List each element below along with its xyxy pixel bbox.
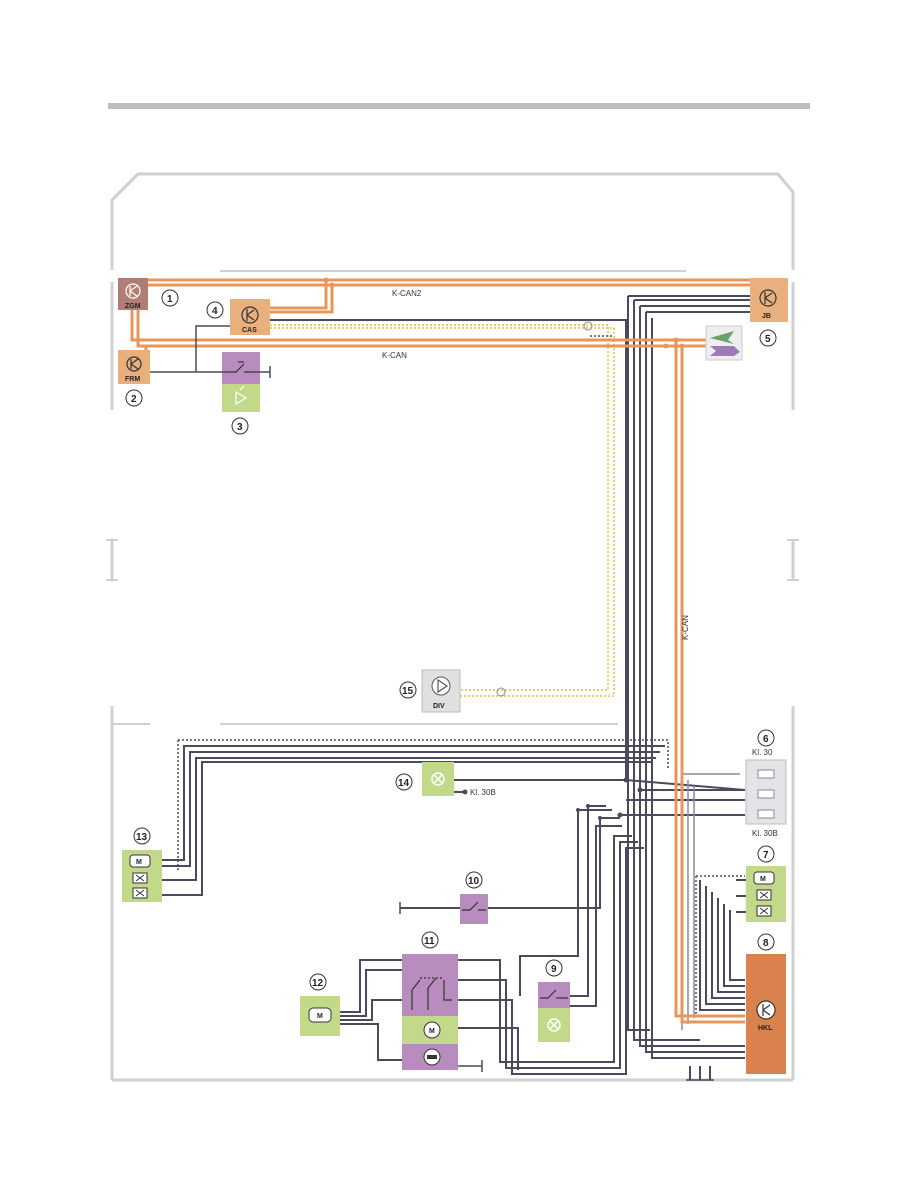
brake-icon: [423, 1048, 441, 1066]
callout-6: 6: [763, 734, 769, 745]
ground-symbols: [399, 902, 714, 1081]
svg-text:CAS: CAS: [242, 327, 257, 334]
callout-8: 8: [763, 938, 769, 949]
wire-junctions: [462, 777, 643, 820]
svg-text:M: M: [429, 1028, 435, 1035]
callout-1: 1: [167, 294, 173, 305]
callout-5: 5: [765, 334, 771, 345]
jb-module: JB: [750, 278, 788, 322]
lamp-module: [422, 762, 454, 796]
motor-icon: M: [423, 1021, 441, 1039]
can-bus: [130, 278, 754, 1024]
svg-text:M: M: [760, 876, 766, 883]
switch-module: [460, 894, 488, 924]
fuse-box: [745, 759, 787, 825]
callout-7: 7: [763, 850, 769, 861]
kcan-line-b: [136, 310, 706, 348]
switch-icon: [462, 901, 486, 911]
svg-text:HKL: HKL: [758, 1025, 773, 1032]
motor-module: M: [300, 996, 340, 1036]
callout-9: 9: [551, 964, 557, 975]
kl30b-lamp-label: Kl. 30B: [470, 788, 496, 797]
motor-icon: M: [753, 871, 775, 885]
drive-unit-module: M: [402, 954, 458, 1070]
diagnosis-connector: [705, 325, 743, 361]
div-module: DIV: [421, 669, 461, 713]
lamp-icon: [431, 772, 445, 786]
switch-led-module: [222, 352, 260, 412]
zgm-module: ZGM: [118, 278, 148, 310]
kcan-vertical-label: K-CAN: [681, 615, 690, 640]
actuator-left: M: [122, 850, 162, 902]
cas-module: CAS: [230, 299, 270, 335]
kcan2-label: K-CAN2: [392, 289, 422, 298]
callout-12: 12: [312, 978, 324, 989]
transistor-icon: [759, 289, 777, 307]
switch-icon: [226, 361, 256, 373]
led-icon: [235, 385, 248, 406]
kl30b-fuse-label: Kl. 30B: [752, 829, 778, 838]
header-rule: [108, 103, 810, 109]
svg-text:DIV: DIV: [433, 703, 445, 710]
frm-module: FRM: [118, 350, 150, 384]
kcan-label: K-CAN: [382, 351, 407, 360]
shielded-lines: [177, 321, 745, 1017]
transistor-icon: [125, 283, 141, 299]
callout-numbers: [125, 289, 777, 991]
vehicle-outline: [106, 172, 799, 1082]
svg-text:M: M: [317, 1013, 323, 1020]
svg-text:ZGM: ZGM: [125, 303, 141, 310]
switch-icon: [540, 989, 568, 999]
callout-14: 14: [398, 778, 410, 789]
actuator-right: M: [746, 866, 786, 922]
hall-sensor-icon: [132, 872, 148, 899]
kcan-line-a: [130, 310, 706, 342]
motor-icon: M: [129, 854, 151, 868]
motor-icon: M: [308, 1007, 332, 1023]
callout-labels: 1 2 3 4 5 6 7 8 9 10 11 12 13 14 15: [131, 294, 771, 989]
switch-lamp-module: [538, 982, 570, 1042]
callout-3: 3: [237, 422, 243, 433]
svg-text:M: M: [136, 859, 142, 866]
callout-11: 11: [424, 936, 435, 947]
can-junctions: [323, 277, 685, 349]
transistor-icon: [756, 1000, 776, 1020]
harness-wires: [160, 295, 758, 1080]
callout-10: 10: [468, 876, 480, 887]
callout-4: 4: [212, 306, 218, 317]
callout-15: 15: [402, 686, 414, 697]
svg-text:FRM: FRM: [125, 376, 140, 383]
relay-switch-icon: [411, 977, 452, 1010]
callout-2: 2: [131, 394, 137, 405]
hkl-module: HKL: [746, 954, 786, 1074]
transistor-icon: [126, 356, 142, 372]
hall-sensor-icon: [756, 889, 772, 917]
lamp-icon: [547, 1018, 561, 1032]
kl30-label: Kl. 30: [752, 748, 773, 757]
transistor-icon: [241, 306, 259, 324]
callout-13: 13: [136, 832, 148, 843]
svg-text:JB: JB: [762, 313, 771, 320]
